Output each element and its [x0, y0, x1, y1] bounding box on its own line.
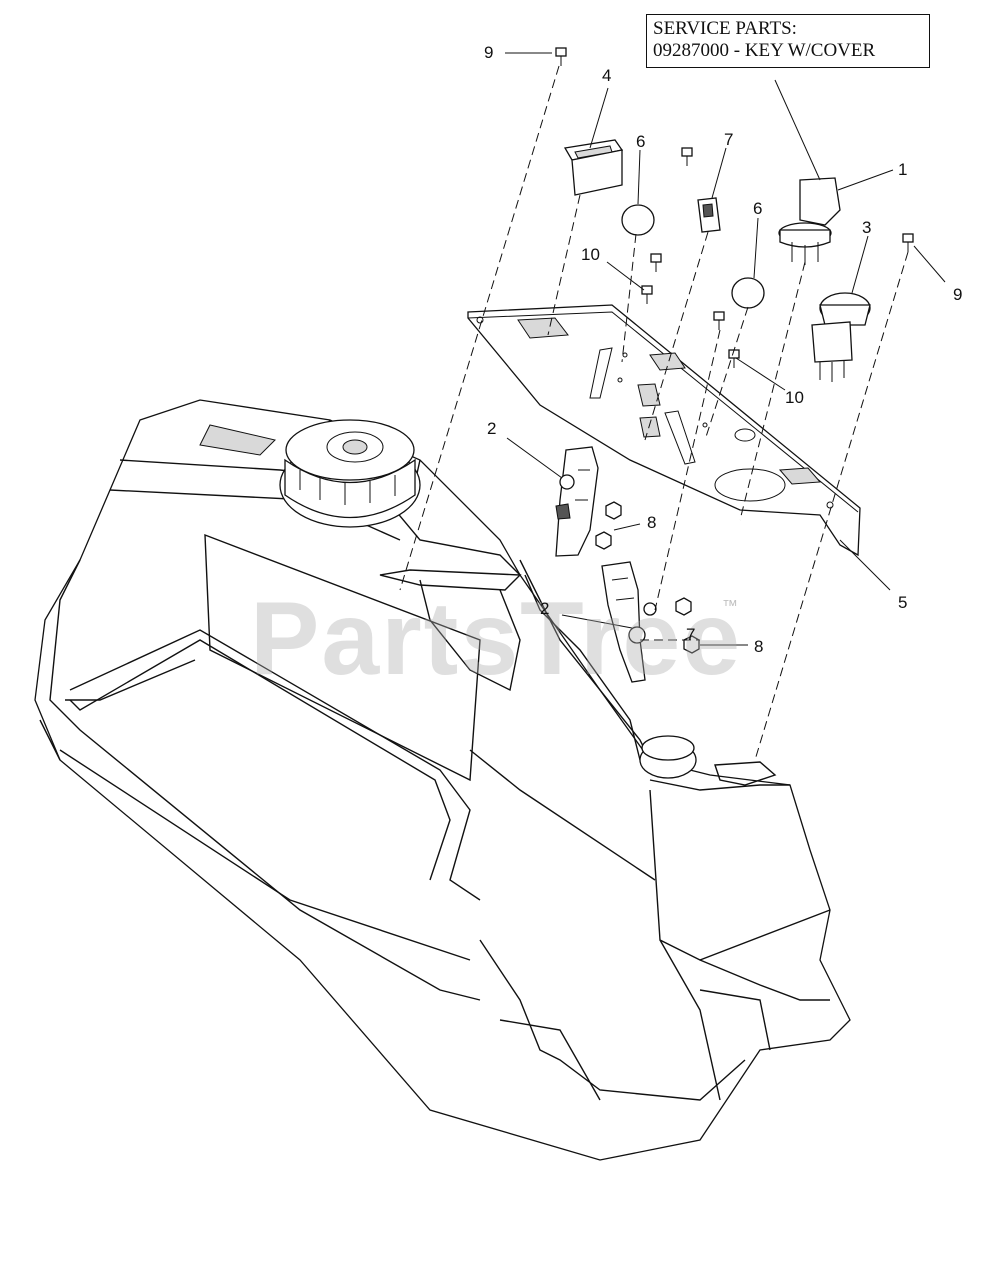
callout-leaders — [505, 52, 946, 646]
hex-nut — [605, 501, 622, 520]
hex-nut — [675, 597, 692, 616]
callout-label: 7 — [724, 130, 734, 149]
trademark-symbol: ™ — [722, 598, 738, 615]
service-parts-box: SERVICE PARTS: 09287000 - KEY W/COVER — [646, 14, 930, 68]
screw — [681, 147, 693, 166]
callout-label: 4 — [602, 66, 612, 85]
screw — [902, 233, 914, 252]
callout-label: 2 — [487, 419, 497, 438]
screw — [650, 253, 662, 272]
callout-label: 1 — [898, 160, 908, 179]
fuel-tank-body — [34, 399, 851, 1161]
pto-switch — [811, 292, 871, 382]
callout-label: 10 — [581, 245, 600, 264]
callout-label: 8 — [754, 637, 764, 656]
fuel-cap — [279, 419, 421, 528]
callout-label: 7 — [686, 625, 696, 644]
callout-label: 2 — [540, 599, 550, 618]
assembly-guide-lines — [399, 65, 909, 761]
connector — [697, 197, 721, 233]
screw — [713, 311, 725, 330]
hole-plug — [621, 204, 655, 236]
interlock-switch-bracket — [601, 561, 657, 683]
callout-label: 9 — [484, 43, 494, 62]
service-parts-line: 09287000 - KEY W/COVER — [653, 40, 876, 61]
callout-label: 9 — [953, 285, 963, 304]
hex-nut — [595, 531, 612, 550]
seat-switch-bracket — [555, 446, 599, 557]
screw — [641, 285, 653, 304]
callout-label: 6 — [753, 199, 763, 218]
callout-label: 10 — [785, 388, 804, 407]
fuel-gauge — [639, 735, 697, 779]
rocker-switch — [563, 139, 624, 196]
watermark-text: PartsTree — [250, 581, 743, 697]
mounting-plate — [467, 304, 861, 557]
service-parts-heading: SERVICE PARTS: — [653, 18, 797, 39]
callout-label: 3 — [862, 218, 872, 237]
callout-label: 5 — [898, 593, 908, 612]
callout-label: 6 — [636, 132, 646, 151]
ignition-switch — [778, 177, 841, 265]
callout-label: 8 — [647, 513, 657, 532]
hole-plug — [731, 277, 765, 309]
screw — [555, 47, 567, 66]
